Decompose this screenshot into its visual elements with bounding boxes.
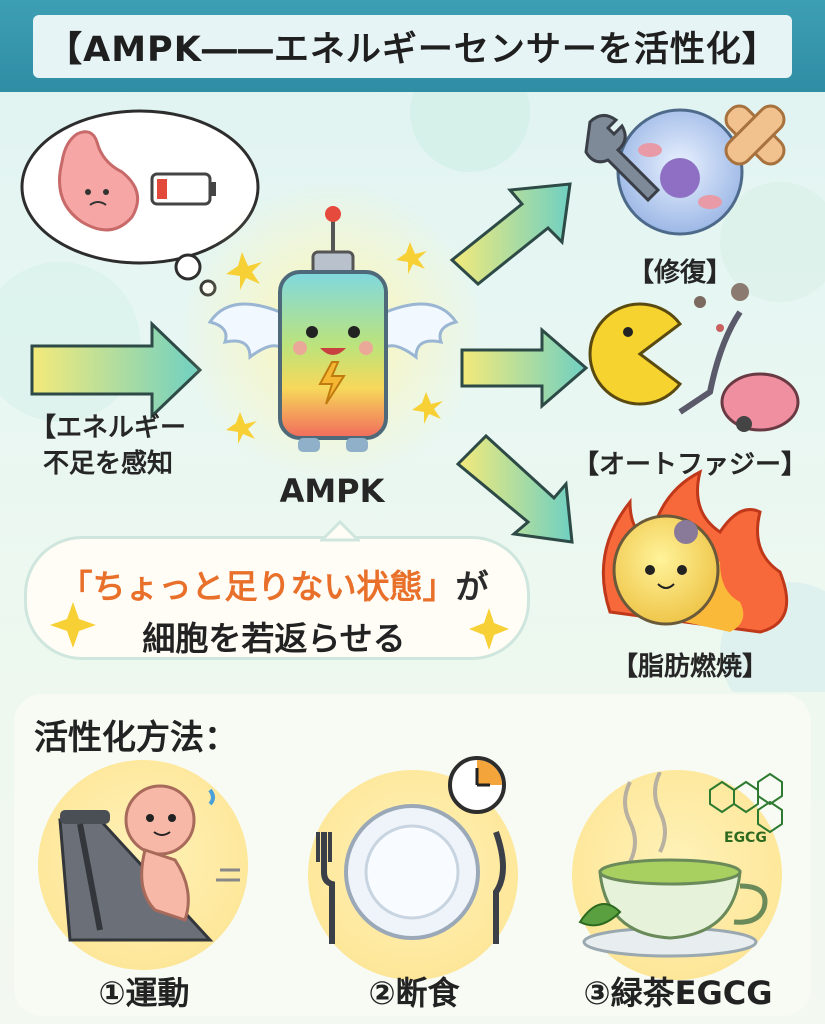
pacman-icon bbox=[588, 302, 683, 406]
output-arrows bbox=[449, 182, 589, 544]
fat-cell-icon bbox=[612, 514, 720, 626]
method-label-fasting: ②断食 bbox=[368, 974, 460, 1012]
plate-icon bbox=[316, 804, 506, 944]
treadmill-icon bbox=[58, 784, 240, 942]
output-label-repair: 【修復】 bbox=[627, 258, 732, 288]
speech-suffix: が bbox=[455, 567, 489, 606]
thought-bubble bbox=[20, 109, 260, 297]
speech-line2: 細胞を若返らせる bbox=[142, 619, 406, 658]
input-arrow bbox=[30, 320, 203, 420]
header-bar: 【AMPK――エネルギーセンサーを活性化】 bbox=[0, 0, 825, 92]
low-battery-icon bbox=[150, 172, 216, 206]
ampk-illustration bbox=[0, 92, 825, 692]
vacuum-icon bbox=[678, 283, 800, 432]
tea-cup-icon bbox=[578, 772, 768, 958]
output-label-autophagy: 【オートファジー】 bbox=[572, 450, 807, 480]
egcg-tag: EGCG bbox=[724, 830, 767, 846]
sparkle-icon bbox=[469, 608, 509, 650]
clock-icon bbox=[448, 756, 506, 814]
method-label-exercise: ①運動 bbox=[98, 974, 190, 1012]
input-label-line1: 【エネルギー bbox=[29, 413, 186, 443]
output-label-fat-burning: 【脂肪燃焼】 bbox=[611, 652, 768, 682]
sparkle-icon bbox=[50, 602, 96, 648]
page-title: 【AMPK――エネルギーセンサーを活性化】 bbox=[33, 14, 792, 78]
methods-title: 活性化方法： bbox=[34, 718, 238, 758]
input-label: 【エネルギー 不足を感知 bbox=[8, 410, 208, 482]
speech-bubble-tail bbox=[320, 520, 360, 542]
wrench-icon bbox=[584, 114, 661, 203]
ampk-label: AMPK bbox=[279, 472, 385, 510]
method-label-green-tea: ③緑茶EGCG bbox=[583, 974, 773, 1012]
speech-line1: 「ちょっと足りない状態」が bbox=[34, 560, 514, 608]
input-label-line2: 不足を感知 bbox=[42, 449, 173, 479]
cell-icon bbox=[616, 108, 744, 236]
stomach-icon bbox=[58, 130, 140, 232]
bandage-icon bbox=[724, 104, 786, 166]
speech-highlight: 「ちょっと足りない状態」 bbox=[59, 567, 456, 606]
battery-character-icon bbox=[207, 206, 459, 452]
egcg-molecule-icon bbox=[709, 772, 783, 834]
speech-bubble bbox=[24, 536, 530, 660]
sparkle-icon bbox=[226, 242, 443, 444]
